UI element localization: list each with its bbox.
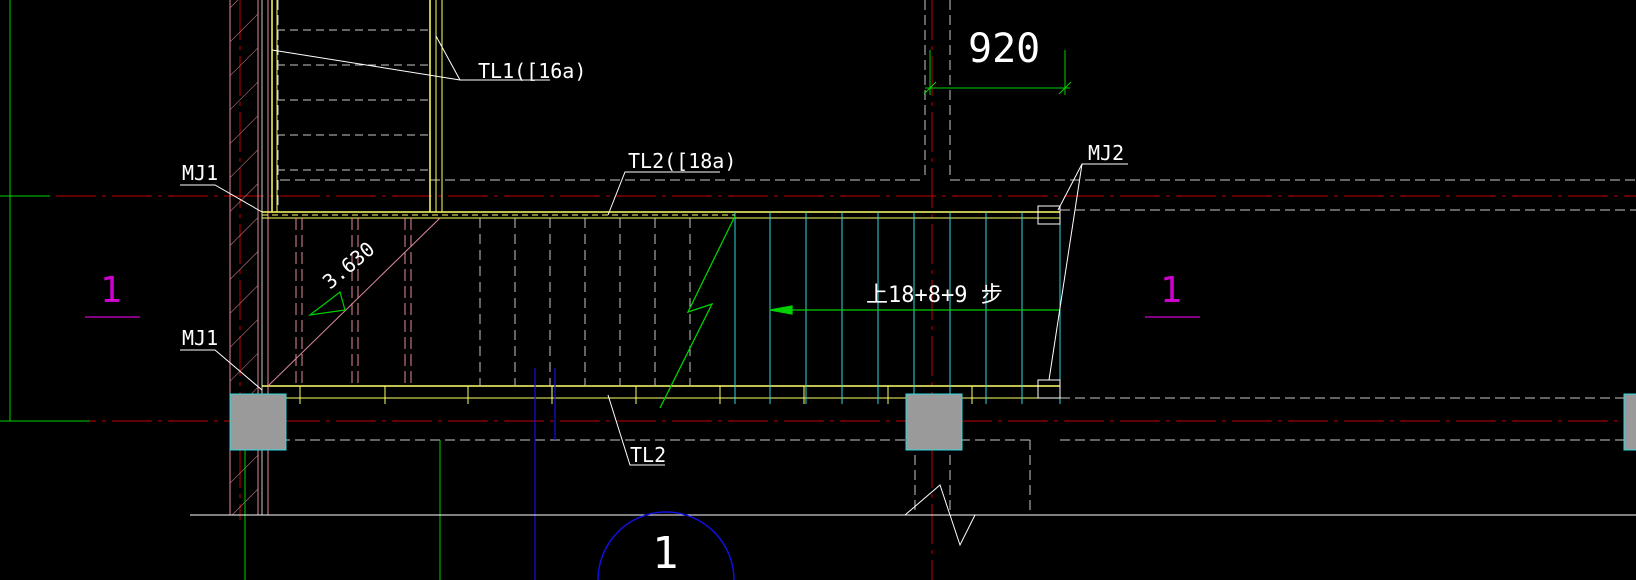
section-number: 1	[652, 528, 679, 579]
dashed-tread-lines	[479, 218, 691, 386]
dimension-920	[923, 50, 1072, 95]
label-mj1-top: MJ1	[182, 161, 218, 185]
pink-riser-lines	[267, 217, 441, 387]
beam-tl2-top	[262, 211, 1060, 219]
blue-line	[534, 368, 556, 580]
axis-number-right: 1	[1160, 270, 1182, 311]
break-symbol	[904, 484, 976, 547]
embedded-parts	[1037, 205, 1061, 399]
label-mj1-bottom: MJ1	[182, 326, 218, 350]
mj2-leader-top	[1057, 163, 1128, 211]
label-tl1: TL1([16a)	[478, 59, 586, 83]
column-left	[229, 393, 287, 451]
elevation-value: 3.630	[318, 237, 380, 294]
dashed-outlines	[277, 0, 1636, 512]
section-bubble-circle	[597, 511, 735, 580]
column-middle	[905, 393, 963, 451]
green-break-line	[659, 215, 736, 409]
mj2-bottom-plate	[1037, 379, 1061, 399]
beam-ticks	[299, 386, 973, 404]
cyan-tread-lines	[734, 212, 1061, 404]
stair-step-note: 上18+8+9 步	[866, 283, 1003, 308]
green-guide-lines	[0, 0, 441, 580]
mj1-top-leader	[180, 184, 263, 213]
walking-direction-arrow	[769, 305, 1060, 315]
tl2-bottom-leader	[607, 394, 665, 466]
mj1-bottom-leader	[180, 349, 263, 391]
elevation-mark	[307, 290, 346, 316]
axis-number-left: 1	[100, 270, 122, 311]
label-tl2-top: TL2([18a)	[628, 149, 736, 173]
leader-lines	[180, 35, 1636, 547]
label-mj2: MJ2	[1088, 141, 1124, 165]
label-tl2-bottom: TL2	[630, 443, 666, 467]
tl2-top-leader	[607, 171, 720, 216]
upper-stair-flight	[271, 0, 443, 212]
mj2-top-plate	[1037, 205, 1061, 225]
mj2-leader-bottom	[1048, 163, 1083, 381]
dimension-value: 920	[968, 26, 1040, 72]
columns	[229, 393, 1636, 451]
column-right	[1623, 393, 1636, 451]
